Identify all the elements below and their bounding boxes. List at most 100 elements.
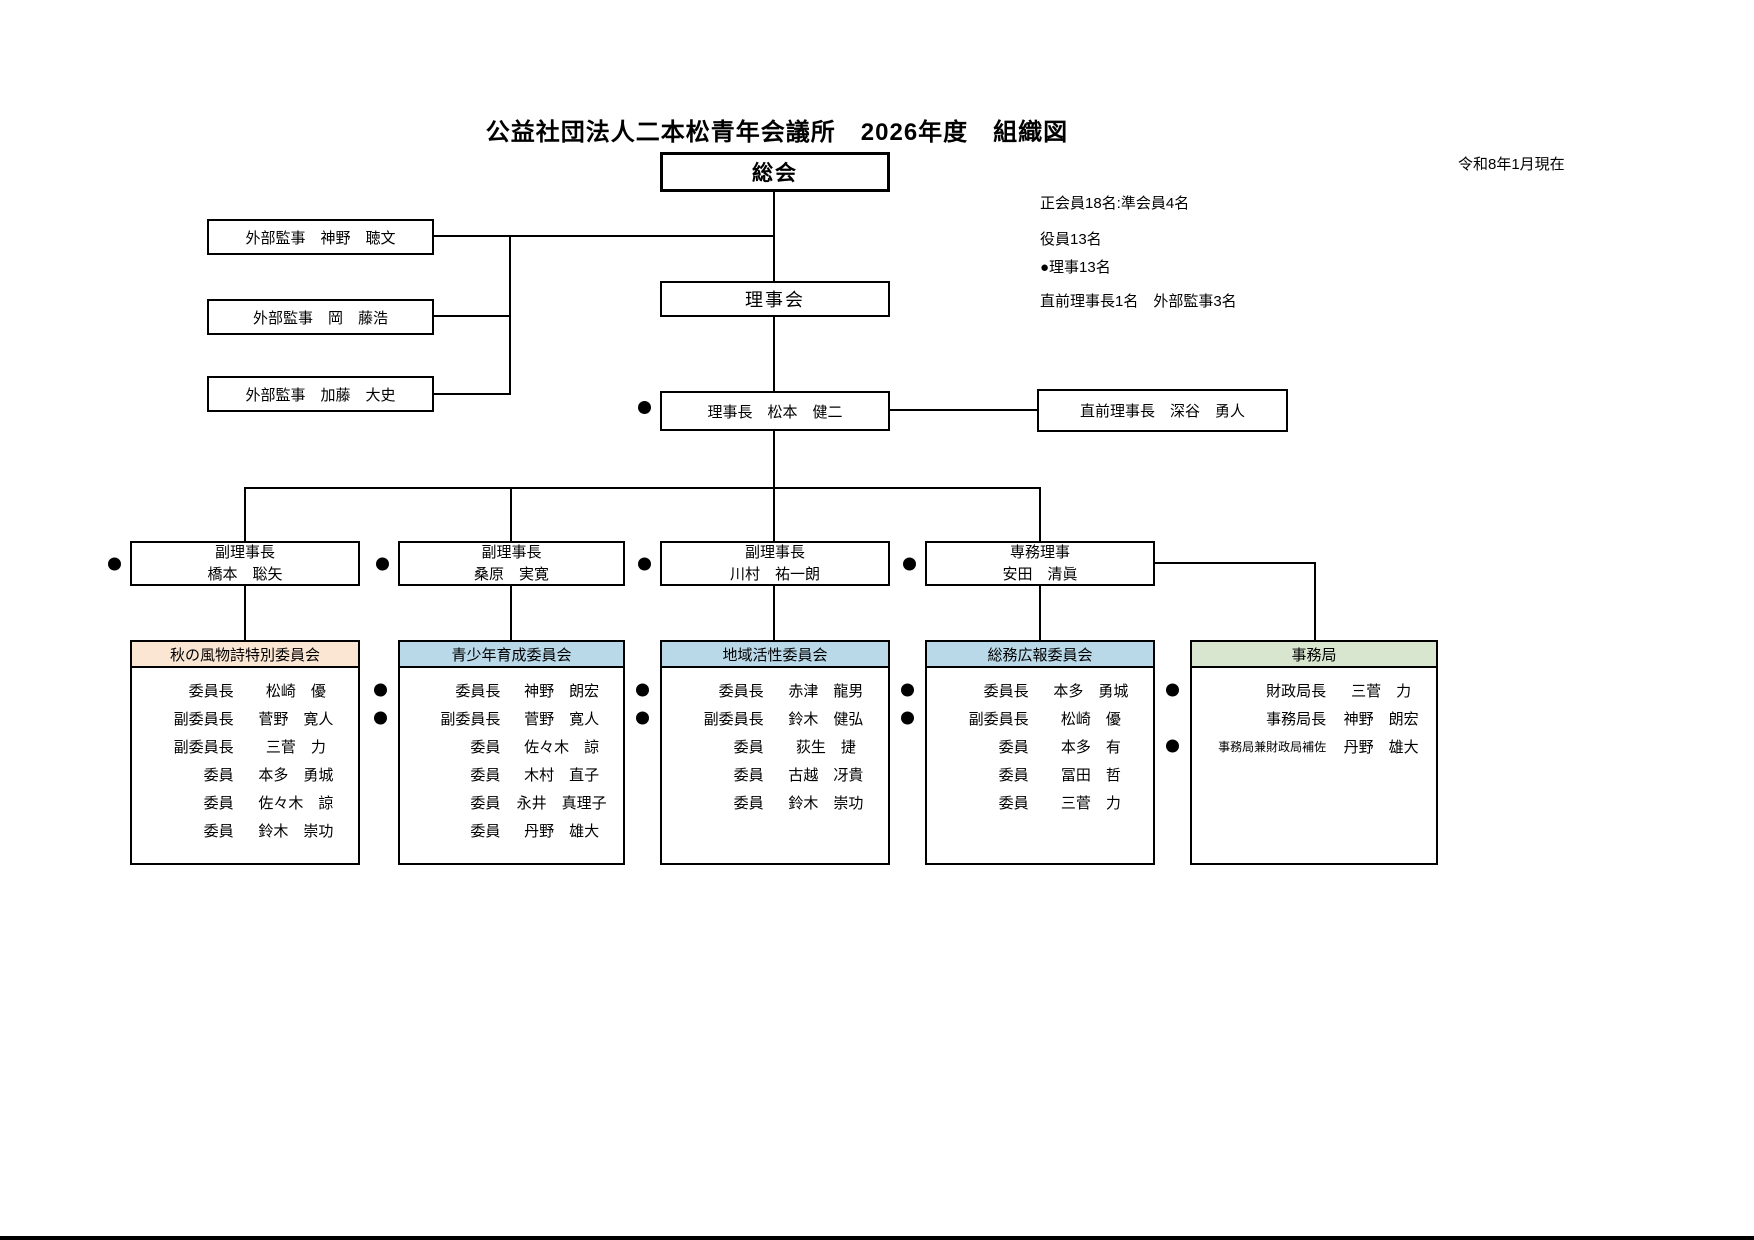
member-role: 副委員長 — [173, 710, 234, 728]
page-bottom-edge — [0, 1236, 1754, 1240]
node-label: 理事会 — [745, 290, 805, 310]
node-label: 外部監事 加藤 大史 — [245, 386, 396, 404]
node-label: 外部監事 神野 聴文 — [245, 229, 396, 247]
member-row: 委員長 赤津 龍男 — [636, 676, 888, 704]
connector-line — [773, 487, 775, 541]
committee-name: 青少年育成委員会 — [451, 646, 572, 664]
node-general-assembly: 総会 — [660, 152, 890, 192]
node-auditor-1: 外部監事 神野 聴文 — [207, 219, 434, 255]
page-title: 公益社団法人二本松青年会議所 2026年度 組織図 — [485, 119, 1069, 146]
date-note: 令和8年1月現在 — [1458, 156, 1565, 173]
connector-line — [1039, 586, 1041, 640]
member-role: 委員 — [733, 738, 764, 756]
node-board: 理事会 — [660, 281, 890, 317]
member-row: 副委員長 松崎 優 — [901, 704, 1153, 732]
node-label: 直前理事長 深谷 勇人 — [1079, 403, 1245, 420]
connector-line — [244, 487, 1041, 489]
member-name: 三菅 力 — [1351, 682, 1412, 700]
member-role: 委員長 — [455, 682, 501, 700]
member-name: 本多 勇城 — [1053, 682, 1129, 700]
member-role: 委員 — [998, 794, 1029, 812]
member-name: 永井 真理子 — [516, 794, 607, 812]
member-name: 本多 有 — [1060, 738, 1121, 756]
member-name: 神野 朗宏 — [524, 682, 600, 700]
node-president: 理事長 松本 健二 — [638, 391, 890, 431]
director-bullet — [901, 683, 914, 697]
connector-line — [773, 317, 775, 391]
member-role: 委員 — [470, 766, 501, 784]
member-row: 委員 丹野 雄大 — [400, 816, 623, 844]
member-row: 委員 冨田 哲 — [927, 760, 1153, 788]
node-vice-president-1: 副理事長 橋本 聡矢 — [108, 541, 360, 586]
director-bullet — [1166, 739, 1179, 753]
committee-name: 秋の風物詩特別委員会 — [169, 646, 320, 664]
committee-name: 地域活性委員会 — [722, 646, 828, 664]
member-row: 委員長 本多 勇城 — [901, 676, 1153, 704]
member-role: 副委員長 — [173, 738, 234, 756]
officer-title: 副理事長 — [481, 543, 542, 561]
committee-autumn-special: 秋の風物詩特別委員会 委員長 松崎 優 副委員長 菅野 寛人 副委員長 三菅 力… — [130, 640, 360, 865]
member-name: 菅野 寛人 — [258, 710, 334, 728]
member-row: 委員長 神野 朗宏 — [374, 676, 623, 704]
committee-youth-development: 青少年育成委員会 委員長 神野 朗宏 副委員長 菅野 寛人 委員 佐々木 諒 委… — [374, 640, 625, 865]
member-role: 財政局長 — [1266, 682, 1327, 700]
director-bullet — [1166, 683, 1179, 697]
officer-title: 副理事長 — [744, 543, 805, 561]
member-name: 三菅 力 — [1060, 794, 1121, 812]
officer-name: 川村 祐一朗 — [729, 565, 820, 583]
member-name: 神野 朗宏 — [1343, 710, 1419, 728]
committee-members: 委員長 神野 朗宏 副委員長 菅野 寛人 委員 佐々木 諒 委員 木村 直子 委… — [374, 668, 623, 844]
member-row: 副委員長 三菅 力 — [132, 732, 358, 760]
node-label: 総会 — [752, 162, 798, 185]
committee-general-affairs-pr: 総務広報委員会 委員長 本多 勇城 副委員長 松崎 優 委員 本多 有 委員 冨… — [901, 640, 1155, 865]
member-role: 事務局兼財政局補佐 — [1218, 739, 1327, 754]
member-role: 副委員長 — [968, 710, 1029, 728]
member-name: 古越 冴貴 — [788, 766, 864, 784]
stats-members: 正会員18名:準会員4名 — [1040, 195, 1190, 212]
committee-name: 総務広報委員会 — [987, 646, 1093, 664]
director-bullet — [636, 683, 649, 697]
director-bullet — [638, 401, 651, 414]
member-row: 委員 三菅 力 — [927, 788, 1153, 816]
director-bullet — [903, 557, 916, 570]
officer-name: 安田 清眞 — [1002, 565, 1078, 583]
member-row: 委員 荻生 捷 — [662, 732, 888, 760]
member-name: 菅野 寛人 — [524, 710, 600, 728]
officer-title: 専務理事 — [1009, 543, 1070, 561]
director-bullet — [376, 557, 389, 570]
node-executive-director: 専務理事 安田 清眞 — [903, 541, 1155, 586]
node-previous-president: 直前理事長 深谷 勇人 — [1037, 389, 1288, 432]
officer-title: 副理事長 — [214, 543, 275, 561]
committee-header: 地域活性委員会 — [662, 642, 888, 668]
member-row: 委員 木村 直子 — [400, 760, 623, 788]
member-name: 鈴木 崇功 — [258, 822, 334, 840]
connector-line — [510, 586, 512, 640]
member-role: 委員 — [203, 822, 234, 840]
member-name: 木村 直子 — [524, 766, 600, 784]
member-name: 丹野 雄大 — [524, 822, 600, 840]
member-row: 委員 鈴木 崇功 — [662, 788, 888, 816]
connector-line — [1155, 562, 1316, 564]
member-row: 財政局長 三菅 力 — [1166, 676, 1436, 704]
member-row: 委員 本多 有 — [927, 732, 1153, 760]
member-name: 佐々木 諒 — [258, 794, 334, 812]
member-row: 副委員長 鈴木 健弘 — [636, 704, 888, 732]
committee-secretariat: 事務局 財政局長 三菅 力 事務局長 神野 朗宏 事務局兼財政局補佐 丹野 雄大 — [1166, 640, 1438, 865]
member-row: 事務局長 神野 朗宏 — [1192, 704, 1436, 732]
connector-line — [510, 487, 512, 541]
officer-name: 橋本 聡矢 — [207, 565, 283, 583]
connector-line — [890, 409, 1037, 411]
node-vice-president-3: 副理事長 川村 祐一朗 — [638, 541, 890, 586]
committee-header: 青少年育成委員会 — [400, 642, 623, 668]
member-row: 委員 鈴木 崇功 — [132, 816, 358, 844]
committee-header: 事務局 — [1192, 642, 1436, 668]
committee-members: 委員長 本多 勇城 副委員長 松崎 優 委員 本多 有 委員 冨田 哲 委員 — [901, 668, 1153, 816]
member-name: 佐々木 諒 — [524, 738, 600, 756]
member-role: 副委員長 — [703, 710, 764, 728]
director-bullet — [636, 711, 649, 725]
member-role: 委員 — [733, 794, 764, 812]
director-bullet — [638, 557, 651, 570]
member-role: 委員 — [998, 766, 1029, 784]
committee-header: 秋の風物詩特別委員会 — [132, 642, 358, 668]
